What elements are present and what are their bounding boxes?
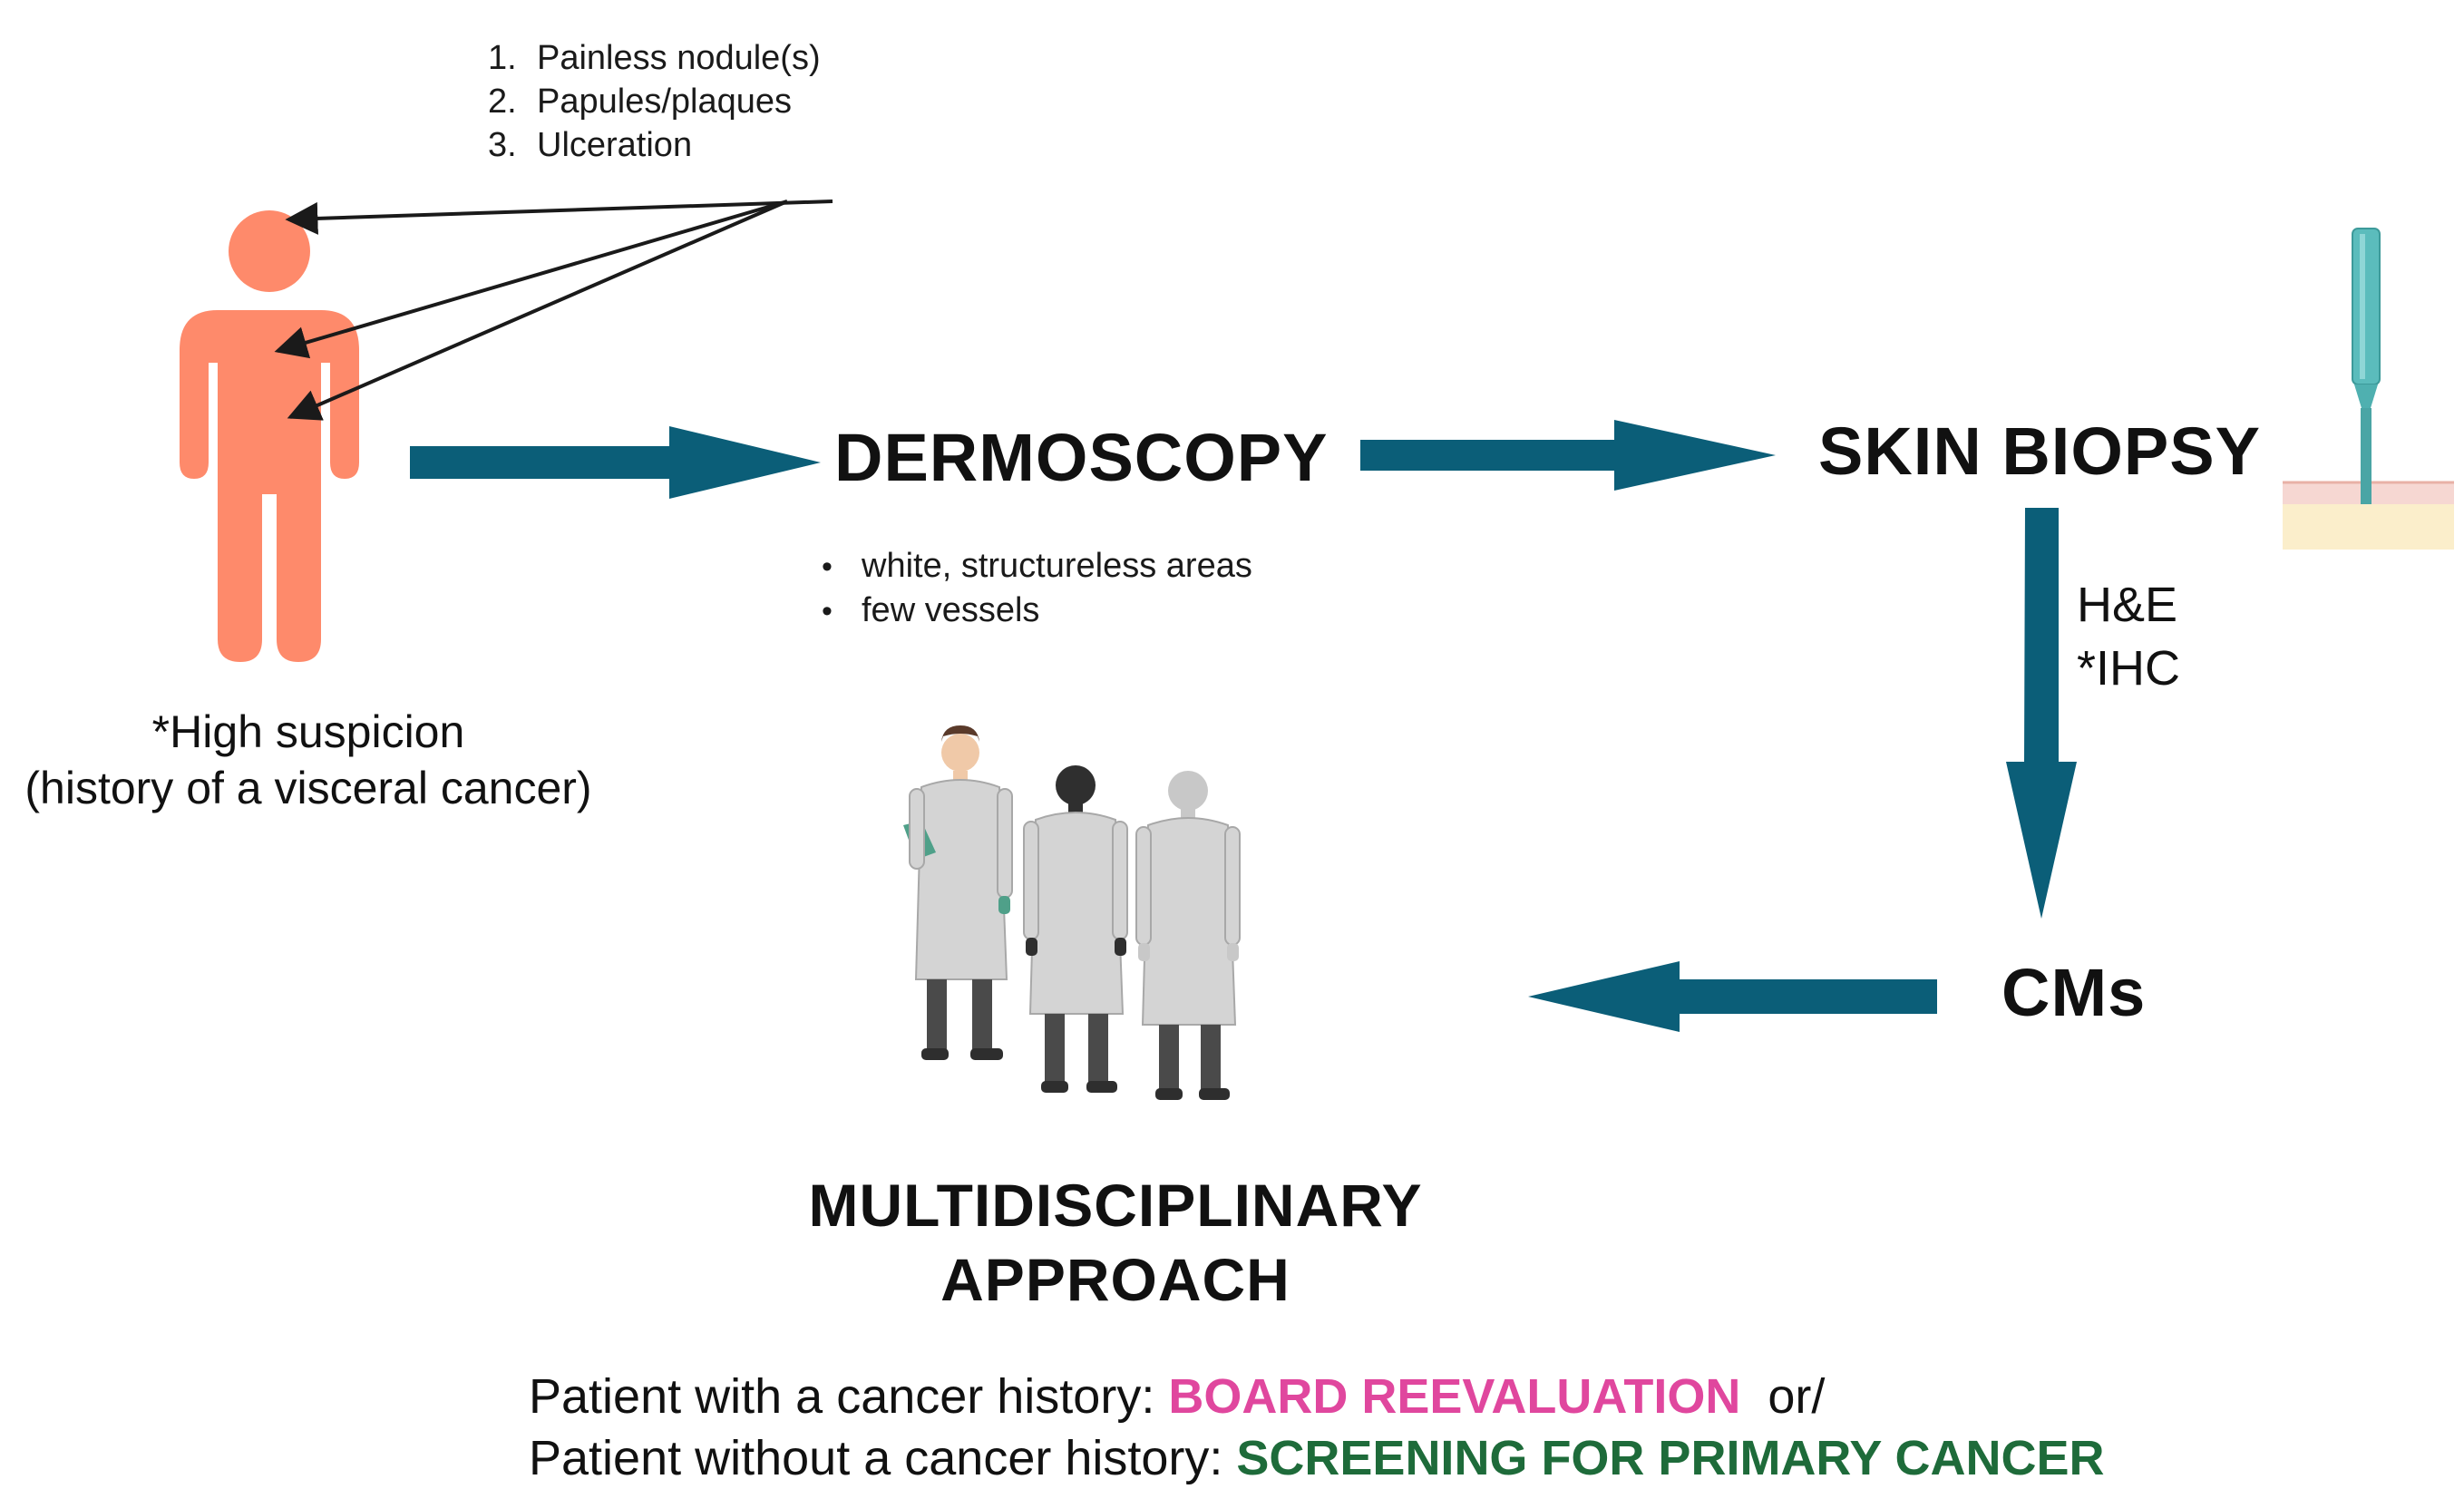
outcome-block: Patient with a cancer history: BOARD REE… [529,1366,2104,1489]
multidisciplinary-line1: MULTIDISCIPLINARY [808,1172,1423,1239]
symptom-item: 1.Painless nodule(s) [488,36,821,80]
symptom-text: Ulceration [537,126,693,164]
skin-biopsy-title: SKIN BIOPSY [1818,414,2261,489]
patient-caption: *High suspicion (history of a visceral c… [0,704,617,816]
screening-primary-cancer: SCREENING FOR PRIMARY CANCER [1236,1431,2105,1485]
stain-ihc: *IHC [2077,641,2181,696]
dermoscopy-finding: few vessels [822,589,1252,633]
board-reevaluation: BOARD REEVALUATION [1168,1369,1741,1424]
arrow-patient-to-dermoscopy [410,426,821,499]
arrow-cms-to-multidisciplinary [1528,961,1937,1032]
patient-caption-line2: (history of a visceral cancer) [24,763,592,813]
symptom-item: 2.Papules/plaques [488,80,821,123]
multidisciplinary-line2: APPROACH [940,1246,1290,1313]
arrow-biopsy-to-cms [2006,508,2077,919]
dermoscopy-finding: white, structureless areas [822,544,1252,589]
symptom-text: Papules/plaques [537,83,792,121]
person-icon [180,210,359,662]
symptom-text: Painless nodule(s) [537,39,821,77]
arrow-dermoscopy-to-biopsy [1360,420,1776,491]
symptom-pointers [274,200,833,421]
patient-caption-line1: *High suspicion [151,706,465,757]
doctors-icon [903,725,1241,1100]
symptom-item: 3.Ulceration [488,123,821,167]
biopsy-punch-icon [2283,228,2454,550]
cms-title: CMs [2001,955,2147,1030]
dermoscopy-title: DERMOSCOPY [834,420,1329,495]
outcome-line-history: Patient with a cancer history: BOARD REE… [529,1369,1826,1424]
stain-he: H&E [2077,578,2178,632]
symptom-list: 1.Painless nodule(s) 2.Papules/plaques 3… [488,36,821,167]
outcome-line-no-history: Patient without a cancer history: SCREEN… [529,1431,2105,1485]
biopsy-stains: H&E *IHC [2077,573,2180,700]
dermoscopy-findings: white, structureless areas few vessels [822,544,1252,633]
multidisciplinary-title: MULTIDISCIPLINARY APPROACH [798,1168,1433,1317]
